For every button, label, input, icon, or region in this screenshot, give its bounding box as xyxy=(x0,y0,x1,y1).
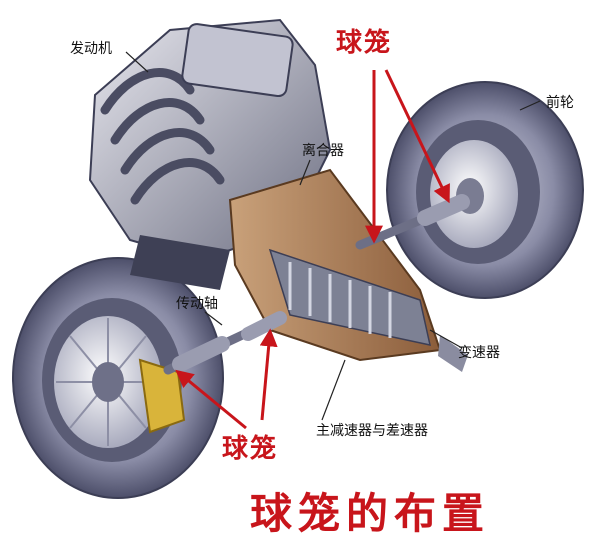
diagram-title: 球笼的布置 xyxy=(250,489,491,538)
label-front-wheel: 前轮 xyxy=(546,95,574,111)
front-wheel-icon xyxy=(386,81,584,299)
label-engine: 发动机 xyxy=(70,41,112,57)
label-cv-joint-bottom: 球笼 xyxy=(222,434,279,464)
left-wheel-icon xyxy=(12,257,224,499)
label-cv-joint-top: 球笼 xyxy=(336,28,393,58)
label-final-drive: 主减速器与差速器 xyxy=(316,423,428,439)
cv-arrow-4 xyxy=(175,369,247,430)
label-drive-shaft: 传动轴 xyxy=(176,296,218,312)
label-gearbox: 变速器 xyxy=(458,345,500,361)
label-clutch: 离合器 xyxy=(302,143,344,159)
cv-arrow-2 xyxy=(384,69,450,204)
cv-arrow-3 xyxy=(259,328,278,421)
